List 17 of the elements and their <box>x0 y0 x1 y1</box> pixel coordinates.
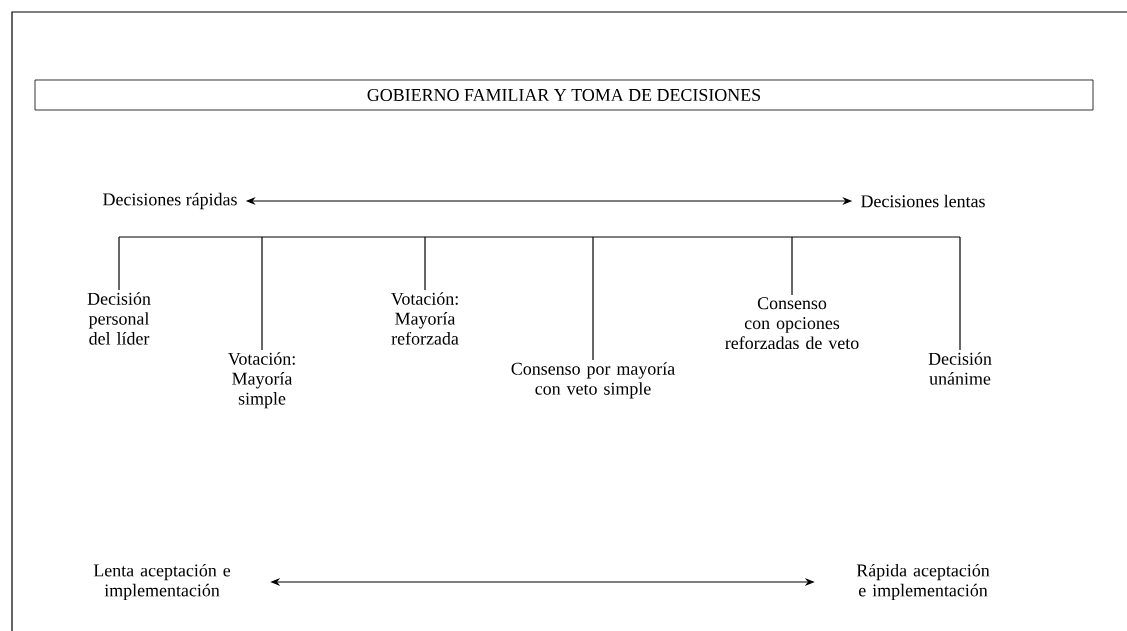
scale-label: Decisiones lentas <box>861 194 985 208</box>
option-label: Votación: Mayoría reforzada <box>391 292 459 345</box>
connector-line <box>791 236 793 296</box>
connector-line <box>959 236 961 351</box>
option-label: Consenso por mayoría con veto simple <box>511 362 675 399</box>
option-label: Decisión personal del líder <box>87 292 151 345</box>
connector-line <box>118 236 120 291</box>
scale-label: Lenta aceptación e implementación <box>93 563 231 601</box>
scale-label: Rápida aceptación e implementación <box>856 563 990 601</box>
option-label: Votación: Mayoría simple <box>228 352 295 409</box>
option-label: Consenso con opciones reforzadas de veto <box>725 297 859 350</box>
connector-line <box>261 236 263 351</box>
title-box: GOBIERNO FAMILIAR Y TOMA DE DECISIONES <box>34 79 1094 111</box>
option-label: Decisión unánime <box>928 352 992 385</box>
connector-line <box>592 236 594 361</box>
connector-line <box>424 236 426 291</box>
scale-label: Decisiones rápidas <box>103 192 237 210</box>
